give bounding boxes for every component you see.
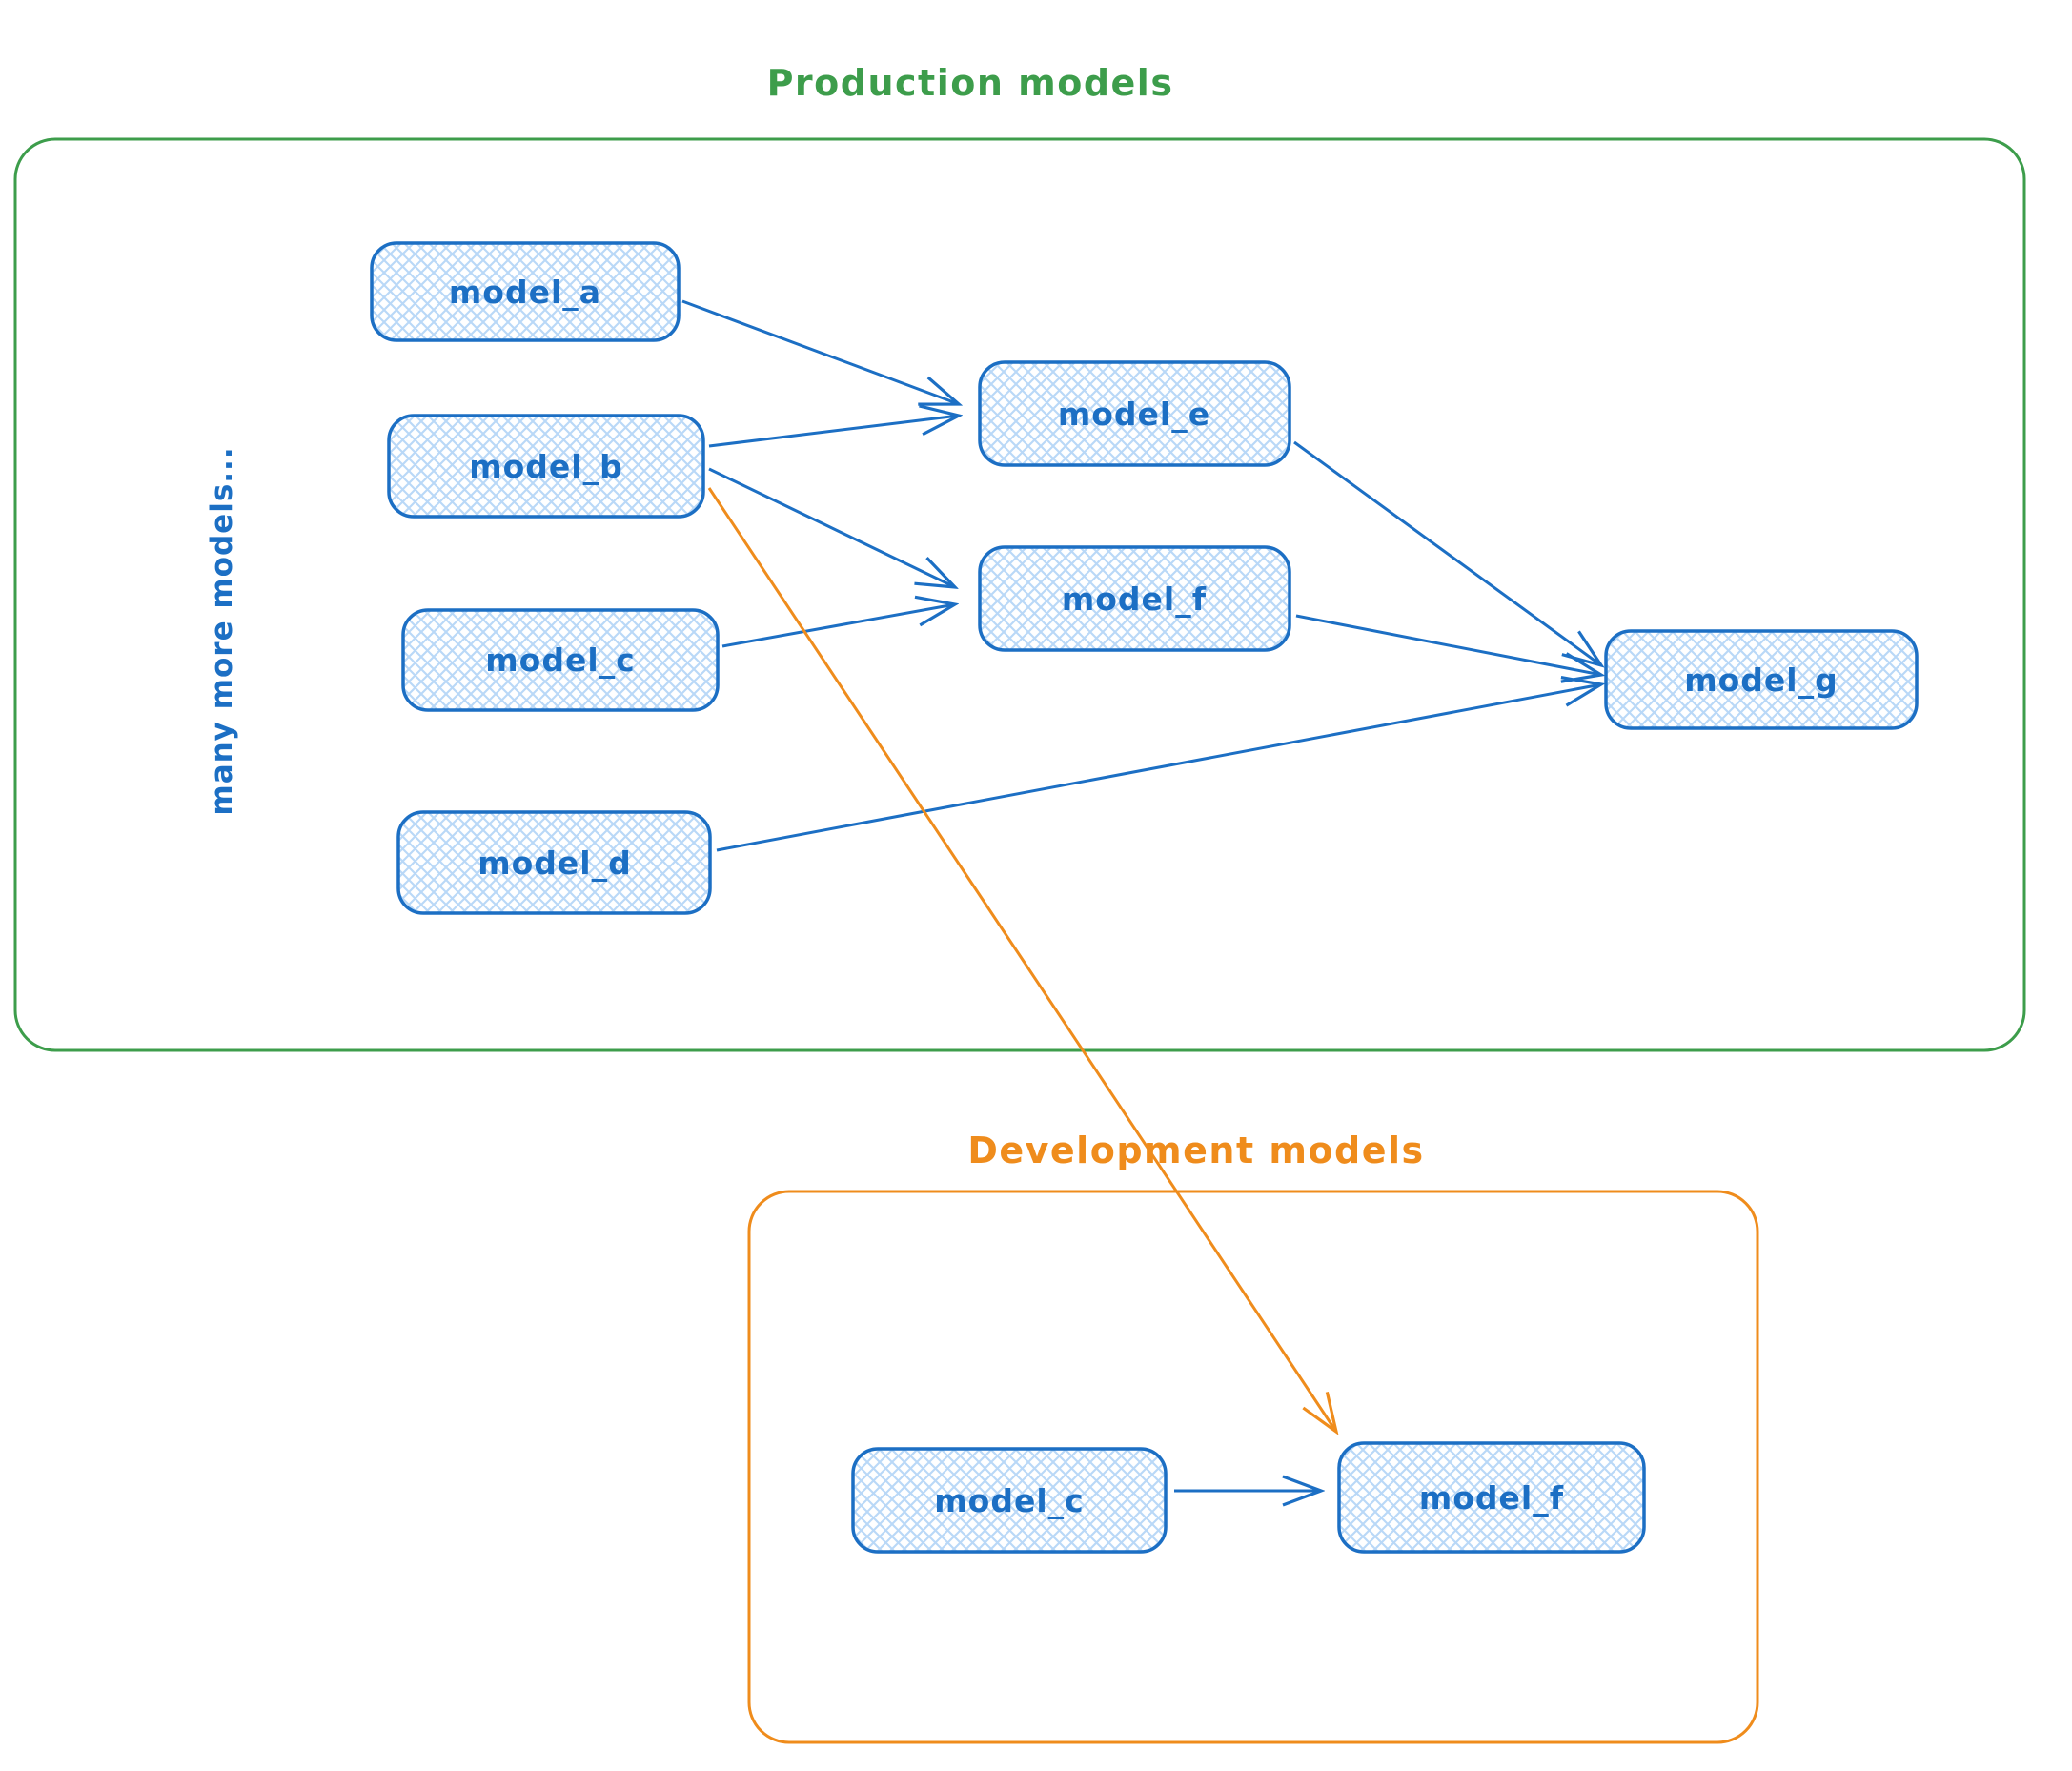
edge-model-d-to-model-g[interactable] (716, 684, 1601, 852)
node-model-a-label: model_a (449, 274, 601, 311)
edge-model-b-to-dev-model-f[interactable] (707, 487, 1336, 1432)
node-model-f[interactable]: model_f (978, 545, 1291, 652)
node-model-e[interactable]: model_e (978, 360, 1291, 467)
node-model-g-label: model_g (1684, 662, 1838, 699)
node-model-b-label: model_b (469, 448, 623, 485)
node-model-c-label: model_c (485, 641, 635, 679)
node-model-f-label: model_f (1062, 580, 1207, 618)
node-model-b[interactable]: model_b (387, 414, 705, 519)
edge-model-a-to-model-e[interactable] (681, 299, 959, 404)
production-zone-title[interactable]: Production models (767, 62, 1174, 104)
node-model-d-label: model_d (477, 845, 632, 882)
edge-model-e-to-model-g[interactable] (1293, 440, 1601, 665)
development-zone-title[interactable]: Development models (967, 1130, 1424, 1171)
node-model-g[interactable]: model_g (1604, 629, 1919, 730)
node-model-c[interactable]: model_c (401, 608, 720, 712)
many-more-models-label[interactable]: many more models... (205, 446, 239, 815)
node-dev-model-f-label: model_f (1419, 1479, 1564, 1517)
node-model-e-label: model_e (1058, 396, 1210, 433)
edge-model-c-to-model-f[interactable] (721, 604, 955, 648)
edge-model-f-to-model-g[interactable] (1295, 614, 1601, 675)
node-dev-model-c[interactable]: model_c (851, 1447, 1168, 1554)
node-dev-model-c-label: model_c (934, 1482, 1084, 1519)
development-zone-container[interactable] (747, 1190, 1759, 1744)
edge-model-b-to-model-f[interactable] (708, 467, 955, 587)
production-zone-container[interactable] (13, 137, 2026, 1052)
node-dev-model-f[interactable]: model_f (1337, 1441, 1646, 1554)
edge-model-b-to-model-e[interactable] (708, 416, 959, 448)
node-model-d[interactable]: model_d (396, 810, 712, 915)
node-model-a[interactable]: model_a (370, 241, 681, 342)
